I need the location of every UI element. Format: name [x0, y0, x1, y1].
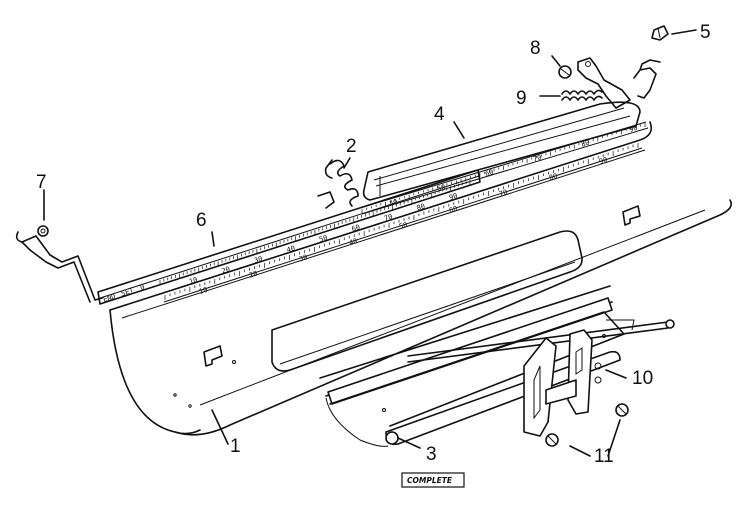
complete-note-text: COMPLETE [407, 476, 453, 485]
panel-scale-number: 50 [398, 221, 408, 231]
callout-1: 1 [230, 436, 241, 457]
panel-scale-number: 30 [298, 253, 308, 263]
callout-6: 6 [196, 210, 207, 231]
panel-scale-number: 10 [198, 286, 208, 296]
upper-scale-number: 90 [628, 124, 638, 134]
upper-scale: 40 50 60 70 80 90 [359, 121, 649, 215]
scale-number: 10 [188, 276, 198, 286]
panel-scale-number: 70 [498, 188, 508, 198]
part-1-main-panel [109, 121, 733, 436]
right-bracket [577, 57, 661, 109]
scale-number: 30 [253, 255, 263, 265]
upper-scale-number: 50 [436, 183, 446, 193]
part-7-lever [15, 225, 103, 303]
part-5-clip [651, 25, 669, 41]
scale-number: 40 [286, 244, 296, 254]
callout-2: 2 [346, 136, 357, 157]
callout-4: 4 [434, 104, 445, 125]
part-2-spring [317, 159, 359, 209]
scale-label-end: END [102, 292, 116, 303]
complete-note: COMPLETE [401, 472, 465, 488]
part-9-spring [561, 89, 603, 101]
scale-number: 60 [351, 223, 361, 233]
part-3-roller-assembly [319, 285, 675, 447]
scale-number: 80 [416, 202, 426, 212]
scale-label-set: SET [120, 286, 135, 298]
upper-scale-number: 60 [484, 168, 494, 178]
upper-scale-number: 40 [388, 198, 398, 208]
callout-7: 7 [36, 172, 47, 193]
scale-number: 50 [318, 234, 328, 244]
part-4-rail [362, 101, 641, 201]
scale-number: 20 [221, 265, 231, 275]
upper-scale-number: 70 [532, 153, 542, 163]
panel-scale-number: 60 [448, 204, 458, 214]
part-10-bracket [523, 329, 602, 437]
part-11-screws [545, 403, 629, 447]
upper-scale-number: 80 [580, 139, 590, 149]
scale-label-zero: 0 [139, 283, 145, 292]
callout-11: 11 [594, 446, 614, 467]
panel-scale-number: 90 [598, 156, 608, 166]
part-8-screw [558, 65, 572, 79]
panel-scale-number: 80 [548, 172, 558, 182]
callout-8: 8 [530, 38, 541, 59]
scale-number: 70 [383, 213, 393, 223]
callout-3: 3 [426, 444, 437, 465]
callout-9: 9 [516, 88, 527, 109]
callout-5: 5 [700, 22, 711, 43]
scale-number: 90 [448, 192, 458, 202]
panel-scale-number: 20 [248, 269, 258, 279]
leader-lines [43, 29, 697, 457]
callout-10: 10 [632, 368, 653, 389]
panel-scale-number: 40 [348, 237, 358, 247]
